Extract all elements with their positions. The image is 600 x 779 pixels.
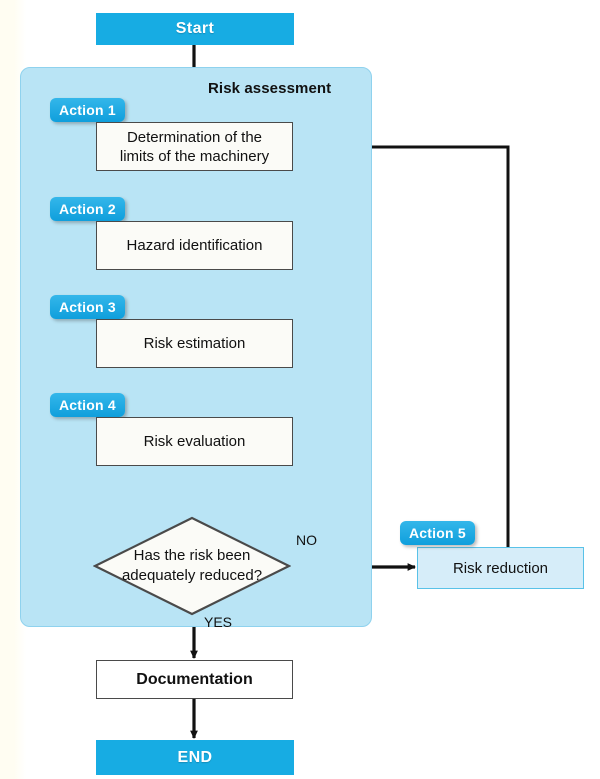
action-2-badge: Action 2 <box>50 197 125 221</box>
decision-line2: adequately reduced? <box>121 567 263 584</box>
node-limits-line2: limits of the machinery <box>119 147 270 165</box>
action-1-badge: Action 1 <box>50 98 125 122</box>
node-documentation[interactable]: Documentation <box>96 660 293 699</box>
end-terminator[interactable]: END <box>96 740 294 775</box>
decision-line1: Has the risk been <box>133 547 251 564</box>
node-decision-risk-reduced[interactable]: Has the risk been adequately reduced? <box>93 516 291 616</box>
node-risk-reduction[interactable]: Risk reduction <box>417 547 584 589</box>
decision-label: Has the risk been adequately reduced? <box>93 516 291 616</box>
node-risk-evaluation[interactable]: Risk evaluation <box>96 417 293 466</box>
diamond-shape <box>93 516 291 616</box>
node-limits-line1: Determination of the <box>126 128 263 146</box>
edge-label-yes: YES <box>204 614 233 630</box>
action-5-badge: Action 5 <box>400 521 475 545</box>
edge-label-no: NO <box>296 532 317 548</box>
node-risk-estimation[interactable]: Risk estimation <box>96 319 293 368</box>
action-3-badge: Action 3 <box>50 295 125 319</box>
start-terminator[interactable]: Start <box>96 13 294 45</box>
node-determination-of-limits[interactable]: Determination of the limits of the machi… <box>96 122 293 171</box>
action-4-badge: Action 4 <box>50 393 125 417</box>
node-hazard-identification[interactable]: Hazard identification <box>96 221 293 270</box>
risk-assessment-title: Risk assessment <box>208 80 332 97</box>
